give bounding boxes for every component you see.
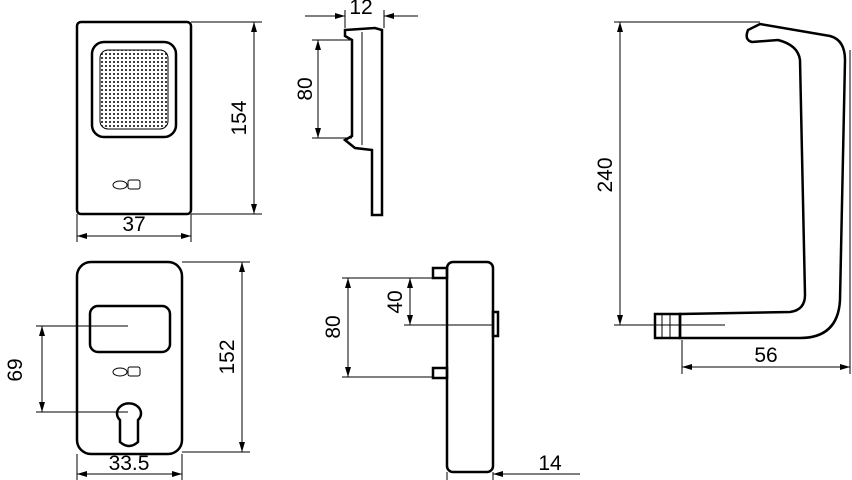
side-profile-top (342, 26, 384, 217)
dim-handle-depth: 56 (681, 50, 851, 374)
side-profile-bottom (431, 260, 500, 474)
dim-label: 154 (228, 100, 251, 135)
dim-label: 33.5 (109, 452, 150, 475)
dim-label: 56 (754, 344, 777, 367)
logo-icon (112, 179, 141, 190)
dim-label: 40 (384, 290, 407, 313)
dim-pin-spacing: 80 (322, 277, 433, 378)
dim-label: 80 (322, 315, 345, 338)
front-plate-bottom (75, 260, 184, 456)
dim-top-depth: 12 (305, 0, 418, 28)
dim-handle-height: 240 (594, 21, 760, 326)
dim-label: 80 (294, 77, 317, 100)
front-plate-top (75, 20, 193, 216)
dim-label: 240 (594, 157, 617, 192)
dim-half-spacing: 40 (384, 278, 493, 326)
handle (653, 22, 847, 340)
keyhole-icon (115, 402, 143, 448)
dim-bottom-depth: 14 (446, 452, 580, 480)
dim-bottom-spacing: 69 (4, 325, 128, 413)
dim-label: 12 (349, 0, 372, 19)
dim-label: 69 (4, 358, 27, 381)
logo-icon (112, 366, 141, 377)
dim-top-grip: 80 (294, 39, 352, 139)
dim-label: 37 (122, 213, 145, 236)
dim-top-width: 37 (76, 213, 192, 242)
dim-top-height: 154 (191, 21, 262, 215)
dim-label: 14 (538, 452, 562, 475)
dim-bottom-height: 152 (182, 261, 250, 453)
dim-bottom-width: 33.5 (76, 452, 183, 480)
dim-label: 152 (216, 339, 239, 374)
